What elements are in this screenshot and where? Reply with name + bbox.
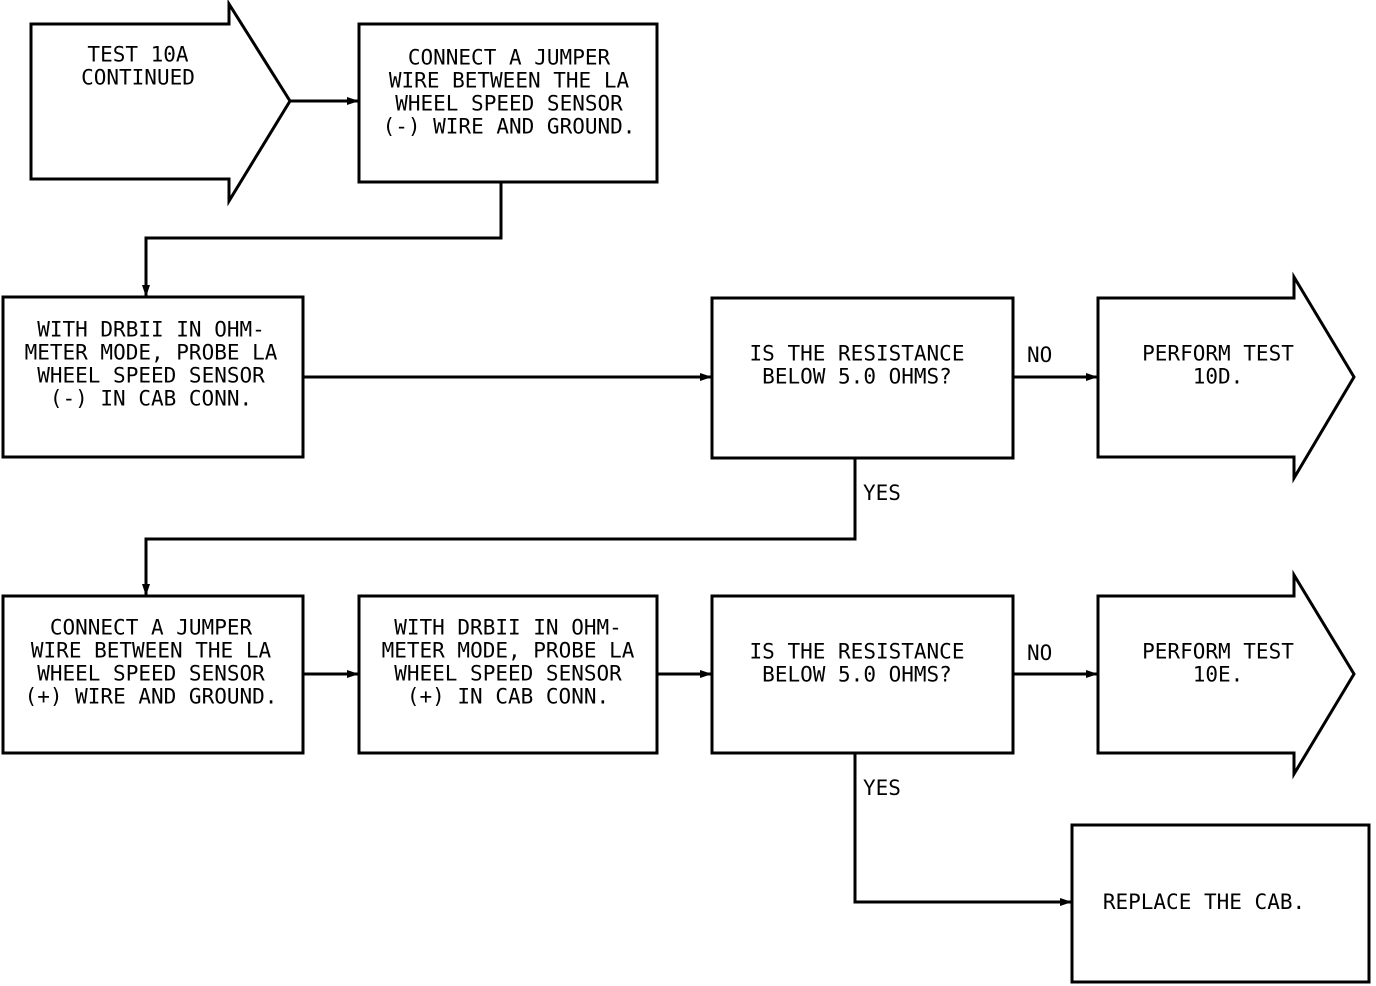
node-text-line: (-) IN CAB CONN. — [50, 387, 252, 411]
result2-arrow-shape — [1096, 569, 1356, 780]
result3-box — [1070, 823, 1371, 984]
node-text-line: WHEEL SPEED SENSOR — [394, 662, 622, 686]
connector-decision1-yes — [142, 458, 857, 596]
node-text-line: BELOW 5.0 OHMS? — [762, 365, 952, 389]
decision2-box — [710, 594, 1015, 755]
node-text-line: METER MODE, PROBE LA — [25, 341, 278, 365]
node-text-line: TEST 10A — [87, 43, 189, 67]
edge-label-no2: NO — [1027, 641, 1052, 665]
node-text-line: IS THE RESISTANCE — [750, 640, 965, 664]
step1-box — [357, 22, 659, 184]
node-text-line: WITH DRBII IN OHM- — [394, 616, 622, 640]
node-text-line: CONNECT A JUMPER — [50, 616, 253, 640]
node-text-line: 10D. — [1193, 365, 1244, 389]
node-text-line: CONTINUED — [81, 66, 195, 90]
node-text-line: WIRE BETWEEN THE LA — [389, 69, 630, 93]
connector-decision2-yes — [853, 753, 1072, 906]
node-text-line: PERFORM TEST — [1142, 342, 1294, 366]
node-text-line: WIRE BETWEEN THE LA — [31, 639, 272, 663]
edge-label-yes1: YES — [863, 481, 901, 505]
node-text-line: BELOW 5.0 OHMS? — [762, 663, 952, 687]
result3-label: REPLACE THE CAB. — [1103, 890, 1305, 914]
decision1-box — [710, 296, 1015, 460]
step2-box — [1, 295, 305, 459]
edge-label-yes2: YES — [863, 776, 901, 800]
result1-arrow-shape — [1096, 271, 1356, 484]
node-text-line: (+) WIRE AND GROUND. — [25, 685, 278, 709]
node-text-line: METER MODE, PROBE LA — [382, 639, 635, 663]
node-text-line: CONNECT A JUMPER — [408, 46, 611, 70]
node-text-line: WHEEL SPEED SENSOR — [37, 364, 265, 388]
node-text-line: PERFORM TEST — [1142, 640, 1294, 664]
node-text-line: REPLACE THE CAB. — [1103, 890, 1305, 914]
start-arrow-shape — [29, 0, 292, 207]
node-text-line: IS THE RESISTANCE — [750, 342, 965, 366]
connector-step1-to-step2 — [142, 182, 503, 297]
node-text-line: WHEEL SPEED SENSOR — [395, 92, 623, 116]
node-text-line: WITH DRBII IN OHM- — [37, 318, 265, 342]
node-text-line: (+) IN CAB CONN. — [407, 685, 609, 709]
step3-box — [1, 594, 305, 755]
edge-label-no1: NO — [1027, 343, 1052, 367]
node-text-line: (-) WIRE AND GROUND. — [383, 115, 636, 139]
node-text-line: WHEEL SPEED SENSOR — [37, 662, 265, 686]
node-text-line: 10E. — [1193, 663, 1244, 687]
step4-box — [357, 594, 659, 755]
